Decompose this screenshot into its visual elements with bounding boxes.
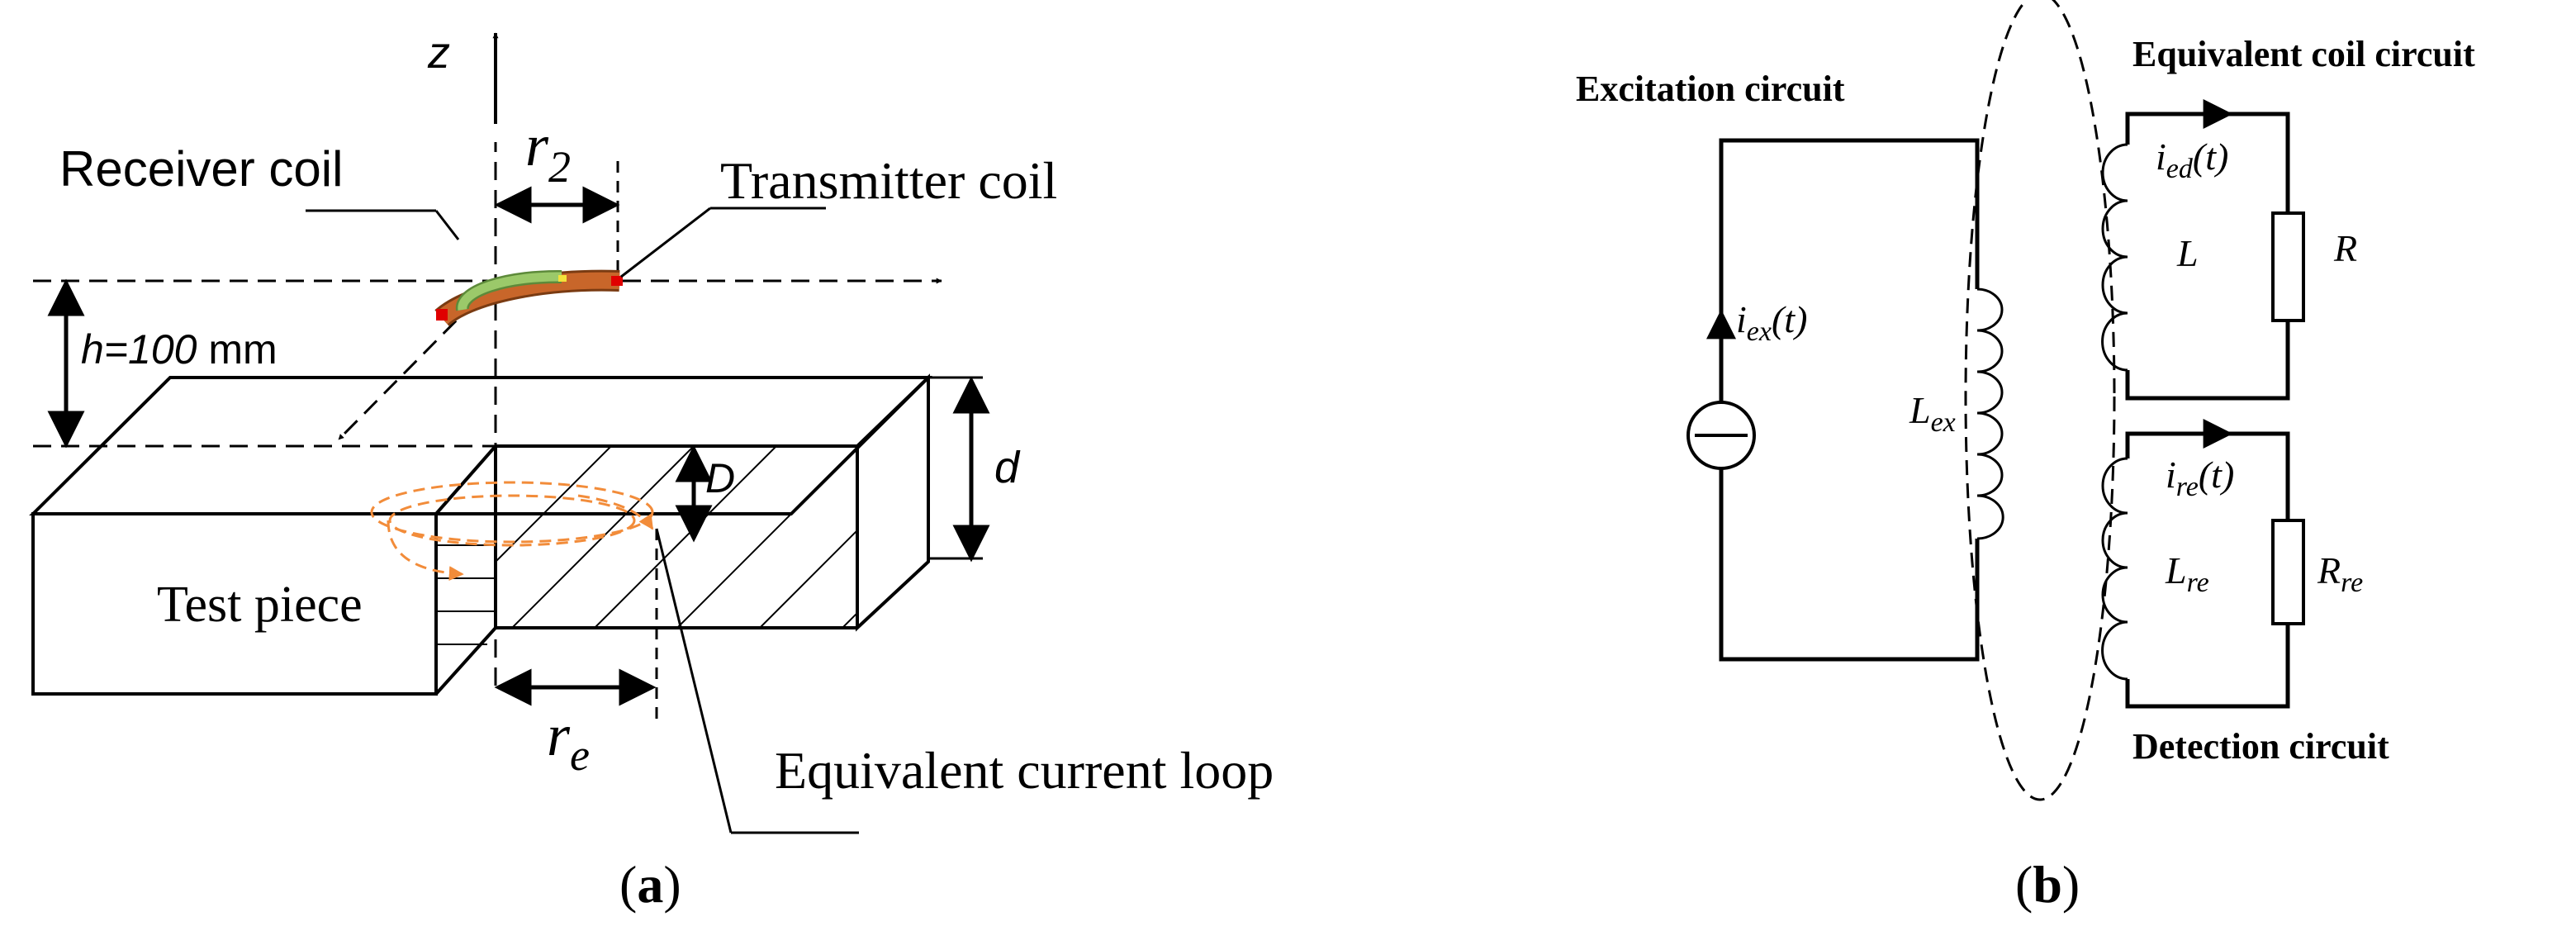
Rre-subscript: re (2341, 568, 2363, 598)
caption-a-letter: a (637, 855, 663, 914)
caption-a-close: ) (663, 855, 681, 914)
ire-label: ire(t) (2166, 454, 2234, 502)
receiver-coil-shape (455, 269, 567, 311)
Lre-inductor (2101, 457, 2128, 681)
transmitter-coil-shape (434, 269, 623, 326)
panel-b: Excitation circuit Equivalent coil circu… (1576, 0, 2475, 914)
receiver-coil-label: Receiver coil (59, 141, 343, 197)
caption-b-open: ( (2015, 855, 2033, 914)
Lex-main: L (1909, 389, 1931, 431)
Lre-label: Lre (2165, 549, 2209, 598)
Lex-inductor (1976, 287, 2004, 540)
excitation-circuit (1686, 138, 2004, 662)
caption-a-open: ( (619, 855, 637, 914)
height-value: h=100 (81, 326, 197, 373)
ied-subscript: ed (2166, 154, 2194, 184)
iex-main: i (1736, 298, 1747, 340)
Lex-subscript: ex (1931, 407, 1956, 438)
re-subscript: e (570, 730, 590, 780)
d-label: d (994, 443, 1021, 492)
ire-main: i (2166, 454, 2176, 496)
panel-a: z r2 Receiver coil Transmitter coil h=10… (29, 28, 1274, 914)
height-label: h=100 mm (81, 326, 278, 373)
caption-b: (b) (2015, 855, 2080, 914)
equivalent-current-loop-label: Equivalent current loop (775, 741, 1274, 800)
r2-label: r2 (525, 112, 571, 192)
L-inductor (2101, 143, 2128, 372)
iex-time: (t) (1772, 298, 1807, 340)
caption-a: (a) (619, 855, 681, 914)
Lex-label: Lex (1909, 389, 1956, 438)
detection-circuit (2101, 419, 2305, 709)
ied-label: ied(t) (2156, 135, 2228, 184)
Lre-main: L (2165, 549, 2187, 591)
Lre-subscript: re (2187, 568, 2209, 598)
iex-label: iex(t) (1736, 298, 1807, 347)
detection-circuit-label: Detection circuit (2132, 726, 2389, 767)
magnetic-coupling-boundary (1964, 0, 2116, 801)
L-label: L (2176, 232, 2199, 274)
transmitter-coil-end-2 (436, 309, 448, 321)
re-label: re (547, 702, 590, 780)
current-source (1686, 401, 1756, 470)
z-axis-label: z (427, 28, 450, 78)
r2-main: r (525, 112, 549, 178)
dimension-arrows (47, 186, 990, 706)
Rre-main: R (2317, 549, 2341, 591)
equivalent-coil-circuit (2101, 99, 2305, 401)
equivalent-coil-circuit-label: Equivalent coil circuit (2132, 34, 2475, 74)
caption-b-close: ) (2062, 855, 2080, 914)
transmitter-coil-label: Transmitter coil (720, 151, 1057, 210)
D-label: D (705, 455, 735, 501)
test-piece-label: Test piece (157, 577, 363, 633)
ire-time: (t) (2199, 454, 2234, 496)
ied-time: (t) (2193, 135, 2228, 178)
Rre-resistor (2271, 519, 2305, 625)
ire-subscript: re (2176, 472, 2199, 502)
height-unit: mm (197, 326, 277, 373)
excitation-circuit-label: Excitation circuit (1576, 69, 1845, 109)
re-main: r (547, 702, 571, 768)
notch-steps (436, 544, 496, 645)
Rre-label: Rre (2317, 549, 2363, 598)
cross-section-hatch (496, 446, 857, 628)
iex-subscript: ex (1747, 316, 1772, 347)
leader-lines (306, 207, 859, 834)
R-label: R (2333, 227, 2357, 269)
r2-subscript: 2 (548, 142, 571, 192)
test-piece-block (29, 373, 932, 696)
transmitter-coil-end (611, 276, 623, 286)
caption-b-letter: b (2033, 855, 2062, 914)
ied-main: i (2156, 135, 2166, 178)
R-resistor (2271, 211, 2305, 322)
equivalent-current-loop-shape (370, 481, 654, 582)
